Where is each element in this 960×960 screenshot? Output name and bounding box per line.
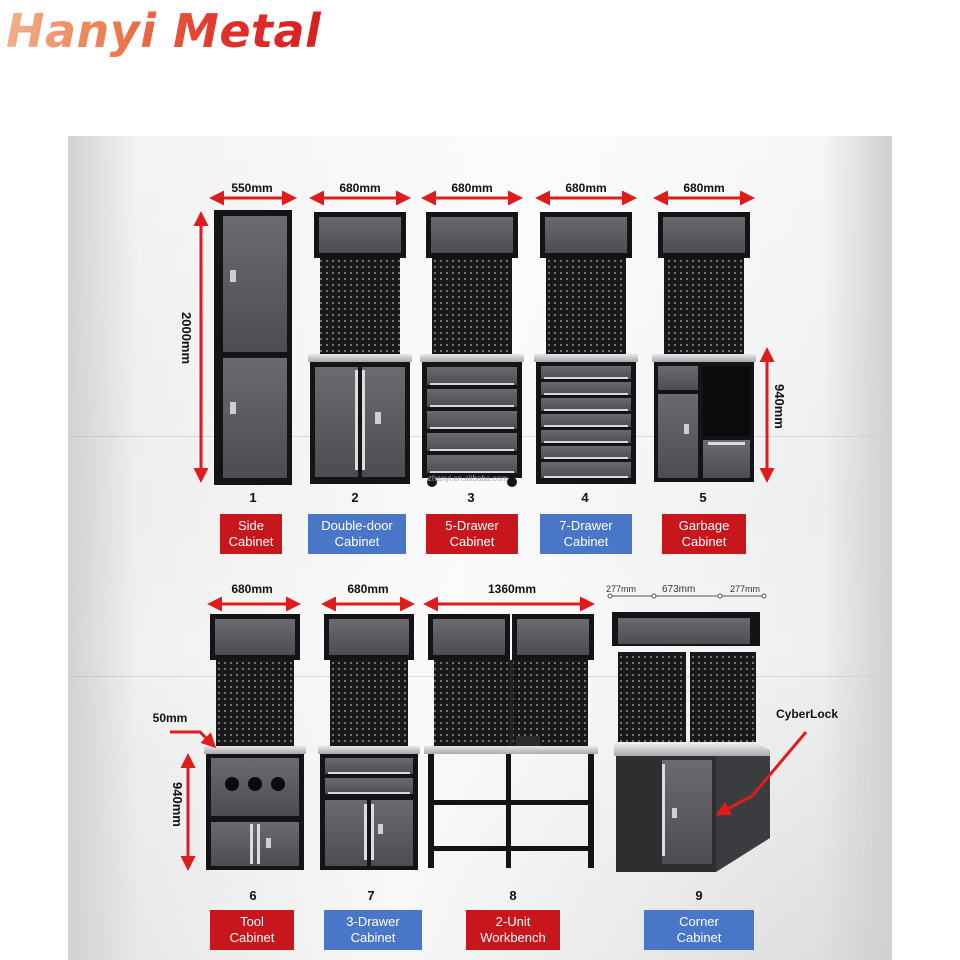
- label-line: 5-Drawer: [445, 518, 499, 533]
- product-number: 3: [467, 490, 475, 505]
- width-label-tool-cabinet: 680mm: [231, 582, 273, 596]
- label-line: Cabinet: [449, 534, 495, 549]
- product-label-7-drawer: 7-Drawer Cabinet: [540, 514, 632, 554]
- three-drawer-cabinet-illustration: [318, 614, 420, 870]
- product-number: 8: [509, 888, 517, 903]
- label-line: Cabinet: [228, 534, 274, 549]
- row1-dimension-arrows: [193, 190, 775, 483]
- height-label-garbage: 940mm: [772, 384, 787, 429]
- product-label-garbage: Garbage Cabinet: [662, 514, 746, 554]
- product-number: 5: [699, 490, 707, 505]
- tool-cabinet-illustration: [204, 614, 306, 870]
- label-line: Garbage: [678, 518, 730, 533]
- seven-drawer-cabinet-illustration: [534, 212, 638, 484]
- side-cabinet-illustration: [214, 210, 292, 485]
- width-label-5-drawer: 680mm: [451, 181, 493, 195]
- garbage-cabinet-illustration: [652, 212, 756, 482]
- double-door-cabinet-illustration: [308, 212, 412, 484]
- product-label-workbench: 2-Unit Workbench: [466, 910, 560, 950]
- product-label-double-door: Double-door Cabinet: [308, 514, 406, 554]
- height-label-side-cabinet: 2000mm: [179, 312, 194, 365]
- product-number: 1: [249, 490, 257, 505]
- label-line: Cabinet: [676, 930, 722, 945]
- row2-dimension-arrows: [170, 596, 808, 871]
- product-number: 2: [351, 490, 359, 505]
- width-label-garbage: 680mm: [683, 181, 725, 195]
- label-line: Cabinet: [334, 534, 380, 549]
- corner-dimension-line: [607, 593, 767, 599]
- brand-logo: Hanyi Metal: [6, 4, 322, 58]
- corner-left-width: 277mm: [606, 584, 637, 594]
- width-label-side-cabinet: 550mm: [231, 181, 273, 195]
- label-line: 7-Drawer: [559, 518, 613, 533]
- product-number: 9: [695, 888, 703, 903]
- product-number: 7: [367, 888, 375, 903]
- corner-right-width: 277mm: [730, 584, 761, 594]
- product-label-3-drawer: 3-Drawer Cabinet: [324, 910, 422, 950]
- label-line: Cabinet: [681, 534, 727, 549]
- top-offset-label-tool-cabinet: 50mm: [152, 711, 188, 725]
- label-line: Side: [237, 518, 265, 533]
- label-line: Cabinet: [563, 534, 609, 549]
- height-label-tool-cabinet: 940mm: [170, 782, 185, 827]
- label-line: Corner: [679, 914, 719, 929]
- product-number: 6: [249, 888, 257, 903]
- product-label-side-cabinet: Side Cabinet: [220, 514, 282, 554]
- label-line: Double-door: [321, 518, 393, 533]
- label-line: Tool: [240, 914, 264, 929]
- product-number: 4: [581, 490, 589, 505]
- product-label-tool-cabinet: Tool Cabinet: [210, 910, 294, 950]
- corner-middle-width: 673mm: [662, 584, 696, 595]
- workbench-illustration: [424, 614, 598, 868]
- corner-cabinet-illustration: [612, 612, 770, 872]
- label-line: Workbench: [480, 930, 546, 945]
- five-drawer-cabinet-illustration: [420, 212, 524, 487]
- label-line: Cabinet: [350, 930, 396, 945]
- width-label-workbench: 1360mm: [487, 582, 537, 596]
- cyberlock-callout: CyberLock: [776, 707, 839, 721]
- product-label-corner: Corner Cabinet: [644, 910, 754, 950]
- width-label-7-drawer: 680mm: [565, 181, 607, 195]
- label-line: 3-Drawer: [346, 914, 400, 929]
- label-line: 2-Unit: [495, 914, 531, 929]
- watermark: zhanyi.en.alibaba.com: [428, 474, 508, 483]
- product-label-5-drawer: 5-Drawer Cabinet: [426, 514, 518, 554]
- width-label-3-drawer: 680mm: [347, 582, 389, 596]
- label-line: Cabinet: [229, 930, 275, 945]
- width-label-double-door: 680mm: [339, 181, 381, 195]
